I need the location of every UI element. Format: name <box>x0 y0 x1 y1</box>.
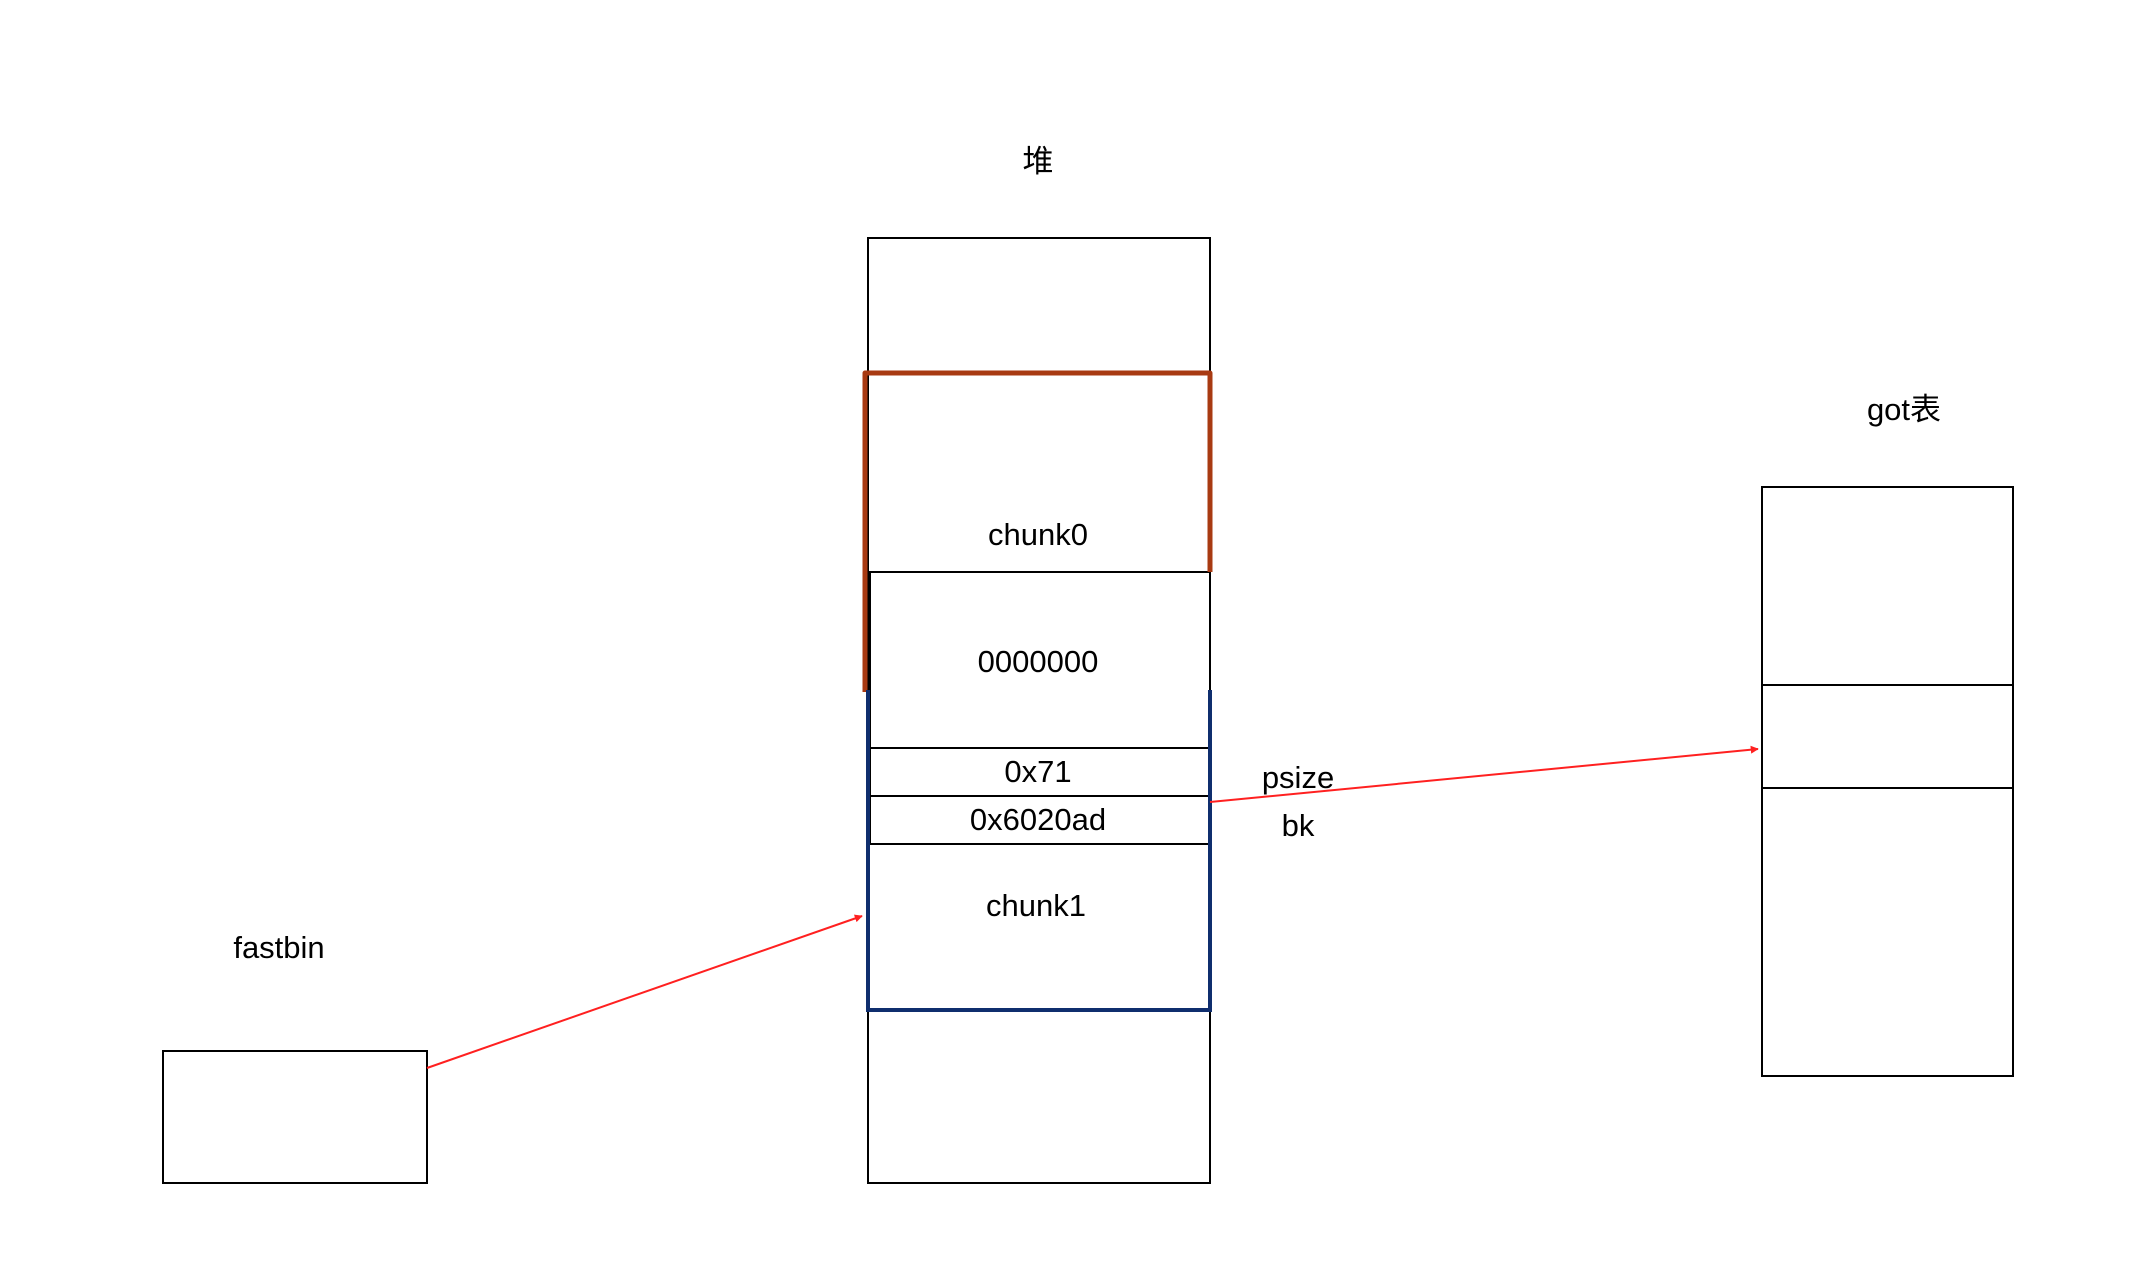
chunk1-label: chunk1 <box>986 888 1086 923</box>
heap-column <box>867 237 1211 1184</box>
heap-title: 堆 <box>1023 144 1054 179</box>
psize-label: psize <box>1262 760 1334 795</box>
fastbin-title: fastbin <box>233 930 324 965</box>
chunk0-border <box>862 370 1213 692</box>
zero-field-label: 0000000 <box>978 644 1099 679</box>
got-table <box>1761 486 2014 1077</box>
chunk1-border <box>866 690 1212 1012</box>
chunk0-label: chunk0 <box>988 517 1088 552</box>
size-field-label: 0x71 <box>1004 754 1071 789</box>
fastbin-to-chunk1-arrow <box>426 914 863 1069</box>
fd-to-got-arrow <box>1209 745 1759 803</box>
fastbin-box <box>162 1050 428 1184</box>
bk-label: bk <box>1282 808 1315 843</box>
fd-field-label: 0x6020ad <box>970 802 1106 837</box>
got-title: got表 <box>1867 392 1941 427</box>
